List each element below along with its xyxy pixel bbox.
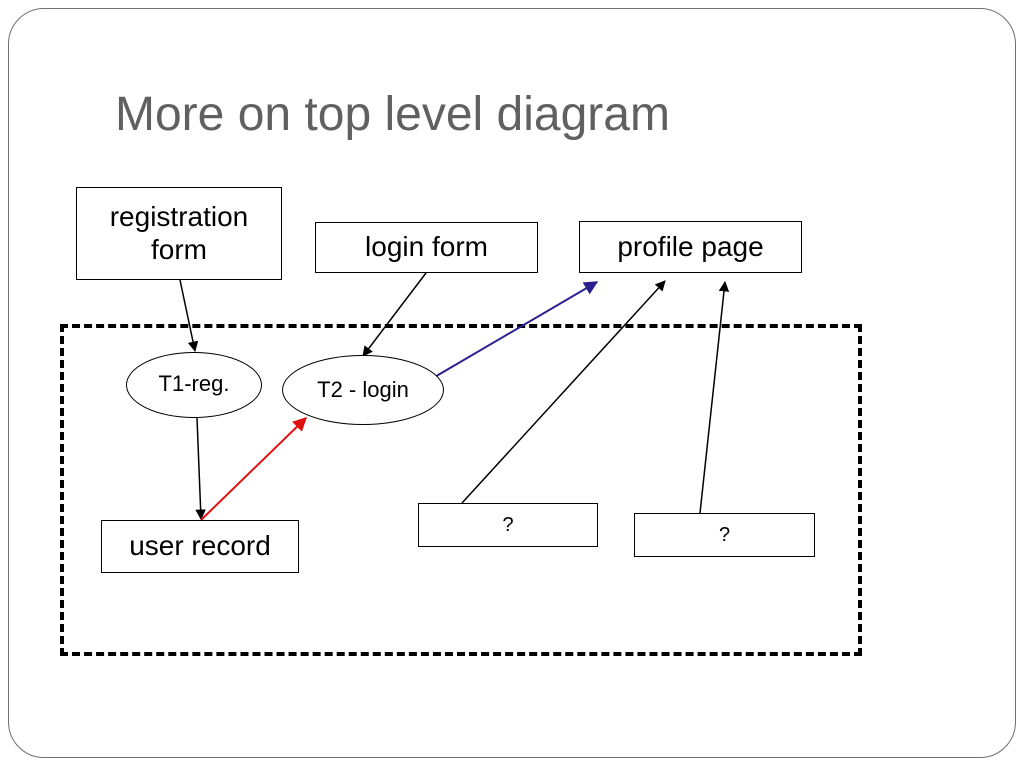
t1-reg-process: T1-reg. — [126, 352, 262, 418]
t2-login-process: T2 - login — [282, 355, 444, 425]
registration-form-node: registration form — [76, 187, 282, 280]
unknown-node-2: ? — [634, 513, 815, 557]
user-record-store: user record — [101, 520, 299, 573]
login-form-node: login form — [315, 222, 538, 273]
slide-title: More on top level diagram — [115, 88, 670, 141]
profile-page-node: profile page — [579, 221, 802, 273]
unknown-node-1: ? — [418, 503, 598, 547]
